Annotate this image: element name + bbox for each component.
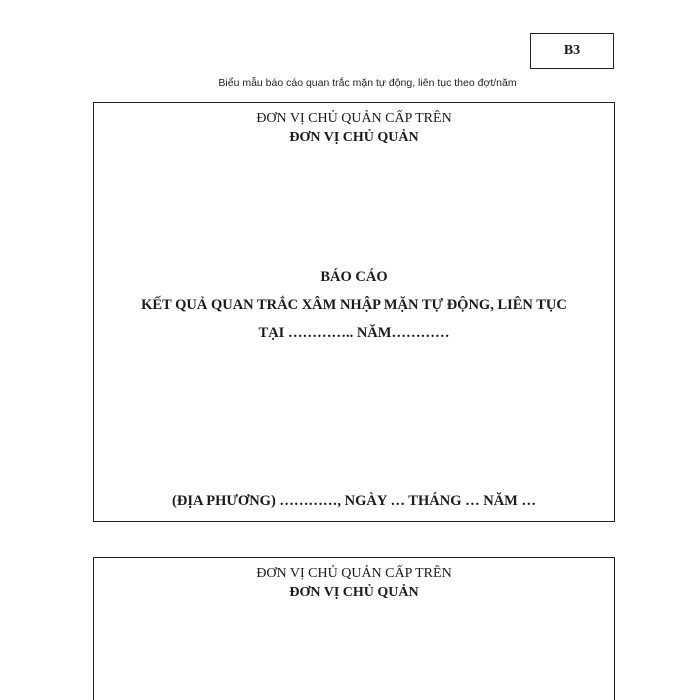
form-caption: Biểu mẫu báo cáo quan trắc mặn tự động, … [218, 77, 517, 89]
report-location-year: TẠI ………….. NĂM………… [258, 325, 450, 341]
report-subtitle: KẾT QUẢ QUAN TRẮC XÂM NHẬP MẶN TỰ ĐỘNG, … [141, 297, 567, 313]
second-page: ĐƠN VỊ CHỦ QUẢN CẤP TRÊN ĐƠN VỊ CHỦ QUẢN [93, 557, 615, 700]
form-code-box: B3 [530, 33, 614, 69]
second-managing-agency-label: ĐƠN VỊ CHỦ QUẢN [289, 585, 419, 600]
form-code: B3 [563, 43, 581, 58]
report-place-date: (ĐỊA PHƯƠNG) …………, NGÀY … THÁNG … NĂM … [172, 493, 536, 509]
superior-agency-label: ĐƠN VỊ CHỦ QUẢN CẤP TRÊN [256, 111, 452, 126]
managing-agency-label: ĐƠN VỊ CHỦ QUẢN [289, 130, 419, 145]
cover-page: ĐƠN VỊ CHỦ QUẢN CẤP TRÊN ĐƠN VỊ CHỦ QUẢN… [93, 102, 615, 522]
report-title: BÁO CÁO [320, 269, 388, 285]
second-superior-agency-label: ĐƠN VỊ CHỦ QUẢN CẤP TRÊN [256, 566, 452, 581]
